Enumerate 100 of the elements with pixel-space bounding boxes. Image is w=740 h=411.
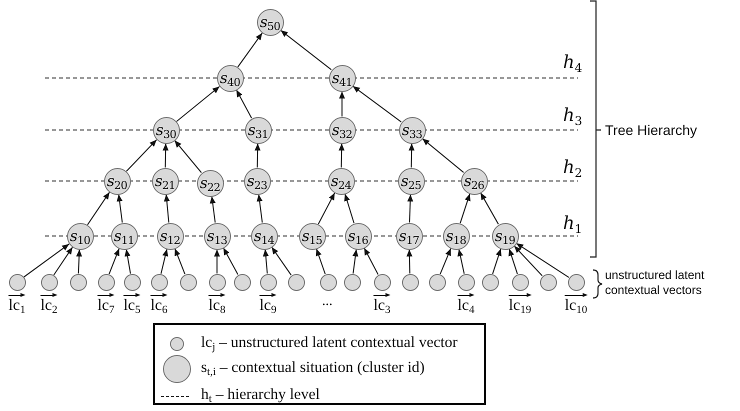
cluster-circle: s$_{11}$ bbox=[110, 222, 138, 250]
arrow bbox=[174, 248, 186, 274]
arrow bbox=[344, 194, 355, 224]
cluster-circle: s$_{16}$ bbox=[344, 222, 372, 250]
arrow bbox=[256, 194, 263, 223]
vector-circle bbox=[70, 274, 86, 290]
arrow bbox=[76, 249, 82, 274]
arrow bbox=[408, 144, 415, 168]
cluster-circle: s$_{13}$ bbox=[204, 222, 230, 250]
arrow bbox=[514, 246, 543, 276]
arrow bbox=[480, 192, 499, 224]
bracket-label: Tree Hierarchy bbox=[605, 122, 698, 138]
arrow bbox=[236, 90, 252, 118]
vector-circle bbox=[180, 274, 196, 290]
arrow bbox=[422, 138, 464, 173]
vector-circle bbox=[428, 274, 446, 290]
cluster-circle: s$_{30}$ bbox=[152, 116, 180, 144]
arrow bbox=[24, 244, 70, 278]
cluster-circle: s$_{19}$ bbox=[492, 222, 518, 250]
cluster-circle: s$_{33}$ bbox=[398, 116, 426, 144]
arrow bbox=[124, 249, 132, 274]
cluster-circle: s$_{20}$ bbox=[104, 168, 130, 194]
arrow bbox=[364, 248, 379, 275]
cluster-circle: s$_{10}$ bbox=[66, 222, 94, 250]
vector-label: lc$_{19}$ bbox=[508, 293, 532, 316]
vector-circle bbox=[568, 274, 584, 290]
legend-text: s$_{t,i}$ – contextual situation (cluster id) bbox=[201, 360, 425, 378]
cluster-circle: s$_{26}$ bbox=[460, 168, 488, 194]
arrow bbox=[53, 246, 73, 276]
vector-circle bbox=[234, 274, 250, 290]
vector-circle bbox=[344, 274, 360, 290]
level-label: h$_{3}$ bbox=[563, 105, 582, 128]
cluster-circle: s$_{32}$ bbox=[328, 116, 356, 144]
vector-label: lc$_{5}$ bbox=[123, 293, 141, 316]
arrow bbox=[352, 249, 358, 274]
vector-label: lc$_{7}$ bbox=[97, 293, 115, 316]
vector-circle bbox=[288, 274, 304, 290]
arrow bbox=[176, 86, 220, 122]
vector-label: lc$_{6}$ bbox=[150, 293, 168, 316]
arrow bbox=[108, 248, 120, 274]
vector-label: lc$_{3}$ bbox=[373, 293, 391, 316]
arrow bbox=[116, 194, 123, 223]
cluster-circle: s$_{41}$ bbox=[328, 64, 356, 92]
vector-label: lc$_{9}$ bbox=[259, 293, 277, 316]
arrow bbox=[280, 30, 332, 70]
cluster-circle: s$_{31}$ bbox=[244, 116, 272, 144]
vector-label: lc$_{8}$ bbox=[208, 293, 226, 316]
level-label: h$_{1}$ bbox=[563, 213, 582, 236]
vector-circle bbox=[124, 274, 140, 290]
vector-circle bbox=[208, 274, 226, 290]
arrow bbox=[237, 32, 263, 68]
arrow bbox=[460, 194, 470, 224]
cluster-circle: s$_{25}$ bbox=[398, 168, 424, 194]
vector-circle bbox=[402, 274, 418, 290]
vector-circle bbox=[458, 274, 474, 290]
vector-circle bbox=[40, 274, 58, 290]
arrow bbox=[254, 144, 261, 168]
vector-circle bbox=[320, 274, 336, 290]
cluster-circle: s$_{24}$ bbox=[328, 168, 354, 194]
level-label: h$_{4}$ bbox=[563, 52, 582, 75]
cluster-circle: s$_{50}$ bbox=[256, 8, 284, 36]
arrow bbox=[338, 144, 345, 168]
vector-circle bbox=[482, 274, 498, 290]
arrow bbox=[126, 139, 157, 172]
arrow bbox=[262, 249, 269, 274]
arrow bbox=[271, 246, 292, 276]
arrow bbox=[160, 248, 168, 274]
cluster-circle: s$_{14}$ bbox=[250, 222, 278, 250]
arrow bbox=[174, 140, 202, 173]
bracket-label: unstructured latent contextual vectors bbox=[605, 268, 706, 298]
level-label: h$_{2}$ bbox=[563, 157, 582, 180]
vector-circle bbox=[98, 274, 114, 290]
arrow bbox=[406, 249, 412, 274]
arrow bbox=[516, 242, 570, 278]
cluster-circle: s$_{17}$ bbox=[396, 222, 422, 250]
cluster-circle: s$_{12}$ bbox=[156, 222, 184, 250]
cluster-circle: s$_{40}$ bbox=[216, 64, 244, 92]
arrow bbox=[164, 194, 170, 223]
vector-label: lc$_{2}$ bbox=[40, 293, 58, 316]
vector-label: lc$_{10}$ bbox=[564, 293, 588, 316]
legend-text: lc$_{j}$ – unstructured latent contextual vector bbox=[201, 335, 458, 353]
arrow bbox=[210, 196, 216, 223]
arrow bbox=[440, 248, 452, 274]
arrow bbox=[318, 192, 336, 224]
cluster-circle: s$_{22}$ bbox=[196, 170, 224, 196]
arrow bbox=[492, 248, 502, 274]
cluster-circle: s$_{15}$ bbox=[298, 222, 326, 250]
vector-circle bbox=[374, 274, 390, 290]
arrow bbox=[87, 192, 110, 226]
ellipsis: ... bbox=[322, 294, 332, 310]
cluster-circle: s$_{21}$ bbox=[152, 168, 178, 194]
vector-circle bbox=[150, 274, 168, 290]
arrow bbox=[316, 248, 326, 274]
arrow bbox=[508, 248, 518, 274]
arrow bbox=[222, 248, 238, 275]
vector-label: lc$_{1}$ bbox=[8, 293, 26, 316]
cluster-circle: s$_{23}$ bbox=[244, 168, 270, 194]
vector-circle bbox=[8, 274, 26, 290]
arrow bbox=[457, 249, 465, 274]
arrow bbox=[339, 92, 345, 116]
